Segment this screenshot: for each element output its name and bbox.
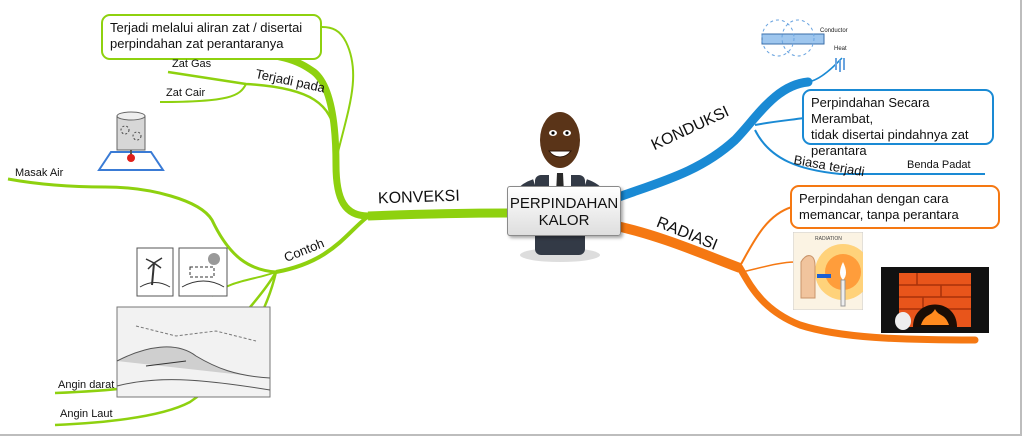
radiation-hand-icon: RADIATION: [793, 232, 863, 310]
businessman-figure: [510, 112, 610, 262]
central-line1: PERPINDAHAN: [509, 195, 619, 212]
sea-breeze-map: [116, 306, 271, 398]
branch-label-konveksi: KONVEKSI: [377, 187, 461, 208]
conduction-rod-icon: Conductor Heat: [761, 19, 848, 72]
line-masak-air: [7, 177, 277, 274]
konduksi-definition-line1: Perpindahan Secara Merambat,: [811, 95, 930, 126]
line-def-konveksi: [321, 26, 355, 161]
line-def-konduksi: [754, 117, 805, 126]
heat-image-label: Heat: [834, 46, 847, 52]
zat-gas-label: Zat Gas: [172, 58, 212, 70]
central-line2: KALOR: [538, 212, 590, 229]
zat-cair-label: Zat Cair: [166, 87, 206, 99]
line-biasa-terjadi: [754, 129, 985, 175]
konveksi-definition: Terjadi melalui aliran zat / disertai pe…: [101, 14, 322, 60]
line-radiation-image: [741, 261, 796, 273]
line-def-radiasi: [739, 206, 793, 267]
konveksi-definition-line1: Terjadi melalui aliran zat / disertai: [110, 20, 303, 35]
angin-darat-label: Angin darat: [58, 379, 115, 391]
konduksi-definition-line3: perantara: [811, 143, 867, 158]
radiasi-definition: Perpindahan dengan cara memancar, tanpa …: [790, 185, 1000, 229]
radiasi-definition-line1: Perpindahan dengan cara: [799, 191, 949, 206]
line-zat-cair: [159, 83, 247, 103]
conductor-image-label: Conductor: [820, 28, 848, 34]
line-konduksi-image: [807, 57, 843, 83]
angin-laut-label: Angin Laut: [60, 408, 113, 420]
line-contoh: [275, 216, 368, 274]
konveksi-definition-line2: perpindahan zat perantaranya: [110, 36, 284, 51]
fireplace-icon: [881, 267, 989, 333]
masak-air-label: Masak Air: [15, 167, 64, 179]
radiasi-definition-line2: memancar, tanpa perantara: [799, 207, 959, 222]
line-terjadi-pada: [167, 70, 338, 136]
island-diagrams: [136, 247, 228, 297]
konduksi-definition-line2: tidak disertai pindahnya zat: [811, 127, 969, 142]
radiation-image-label: RADIATION: [815, 236, 842, 242]
central-topic: PERPINDAHAN KALOR: [507, 186, 621, 236]
konduksi-main-branch: [611, 77, 813, 203]
beaker-heating-icon: [97, 111, 165, 171]
benda-padat-label: Benda Padat: [907, 159, 971, 171]
konduksi-definition: Perpindahan Secara Merambat, tidak diser…: [802, 89, 994, 158]
